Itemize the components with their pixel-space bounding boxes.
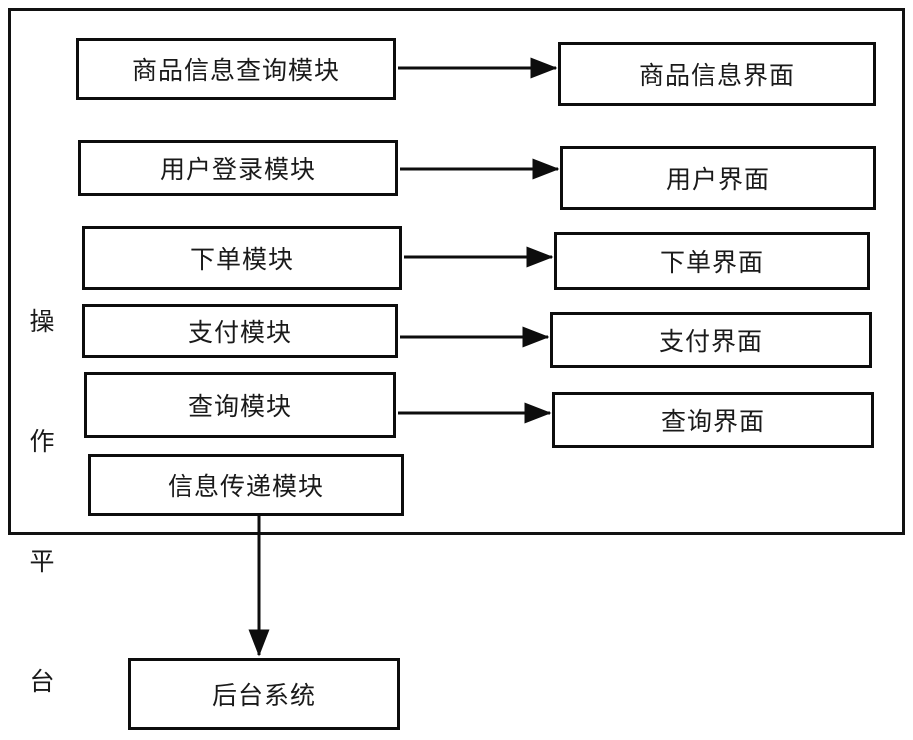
module-box-payment[interactable]: 支付模块: [82, 304, 398, 358]
platform-label-char-3: 平: [29, 547, 55, 576]
module-box-query[interactable]: 查询模块: [84, 372, 396, 438]
interface-label-query: 查询界面: [660, 407, 765, 436]
backend-system-box[interactable]: 后台系统: [128, 658, 400, 730]
platform-label-char-1: 操: [29, 307, 55, 336]
interface-box-user[interactable]: 用户界面: [560, 146, 876, 210]
module-box-user-login[interactable]: 用户登录模块: [78, 140, 398, 196]
platform-label: 操 作 平 台: [22, 222, 62, 740]
module-box-place-order[interactable]: 下单模块: [82, 226, 402, 290]
interface-box-payment[interactable]: 支付界面: [550, 312, 872, 368]
interface-box-place-order[interactable]: 下单界面: [554, 232, 870, 290]
interface-label-payment: 支付界面: [658, 327, 763, 356]
module-label-query: 查询模块: [187, 392, 292, 421]
platform-label-char-2: 作: [29, 427, 55, 456]
module-label-user-login: 用户登录模块: [159, 155, 316, 184]
module-label-payment: 支付模块: [187, 318, 292, 347]
interface-label-user: 用户界面: [665, 165, 770, 194]
module-label-info-transfer: 信息传递模块: [167, 472, 324, 501]
module-box-product-info-query[interactable]: 商品信息查询模块: [76, 38, 396, 100]
interface-box-query[interactable]: 查询界面: [552, 392, 874, 448]
module-label-product-info-query: 商品信息查询模块: [131, 56, 340, 85]
interface-label-product-info: 商品信息界面: [638, 61, 795, 90]
backend-system-label: 后台系统: [211, 681, 316, 710]
module-box-info-transfer[interactable]: 信息传递模块: [88, 454, 404, 516]
platform-label-char-4: 台: [29, 667, 55, 696]
interface-label-place-order: 下单界面: [659, 248, 764, 277]
module-label-place-order: 下单模块: [189, 245, 294, 274]
interface-box-product-info[interactable]: 商品信息界面: [558, 42, 876, 106]
